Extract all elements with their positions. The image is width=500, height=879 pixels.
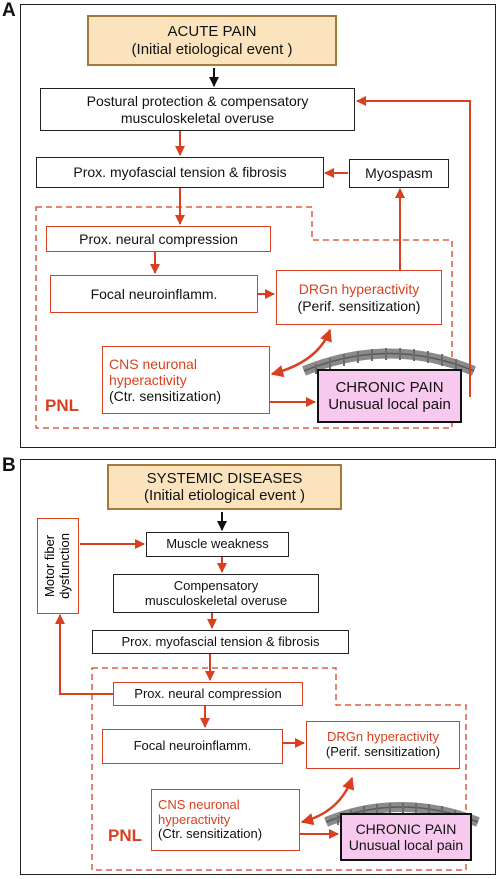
compensatory-line-1: Compensatory bbox=[173, 577, 259, 593]
chronic-pain-subtitle-b: Unusual local pain bbox=[348, 837, 464, 853]
focal-neuroinflamm-box: Focal neuroinflamm. bbox=[50, 275, 258, 313]
acute-pain-box: ACUTE PAIN (Initial etiological event ) bbox=[87, 15, 337, 66]
neural-compression-label: Prox. neural compression bbox=[79, 230, 238, 247]
motor-line-1: Motor fiber bbox=[42, 534, 58, 598]
arrow-cns-drgn-bidirectional-b bbox=[300, 776, 355, 826]
arrow-chronic-to-postural bbox=[356, 96, 471, 397]
myospasm-box: Myospasm bbox=[349, 159, 449, 188]
compensatory-line-2: musculoskeletal overuse bbox=[144, 592, 288, 608]
systemic-title: SYSTEMIC DISEASES bbox=[146, 469, 303, 487]
postural-line-2: musculoskeletal overuse bbox=[120, 109, 275, 126]
cns-line-3: (Ctr. sensitization) bbox=[109, 388, 222, 405]
muscle-weakness-box: Muscle weakness bbox=[146, 532, 289, 557]
systemic-subtitle: (Initial etiological event ) bbox=[144, 487, 305, 504]
cns-line-2: hyperactivity bbox=[109, 371, 187, 388]
prox-tension-box-b: Prox. myofascial tension & fibrosis bbox=[92, 630, 349, 654]
cns-line-3-b: (Ctr. sensitization) bbox=[158, 826, 263, 842]
neural-compression-box-b: Prox. neural compression bbox=[113, 682, 303, 706]
focal-neuroinflamm-label-b: Focal neuroinflamm. bbox=[133, 738, 252, 754]
arrow-cns-drgn-bidirectional bbox=[270, 328, 332, 378]
muscle-weakness-label: Muscle weakness bbox=[166, 536, 269, 552]
systemic-diseases-box: SYSTEMIC DISEASES (Initial etiological e… bbox=[107, 464, 342, 510]
chronic-pain-subtitle: Unusual local pain bbox=[328, 396, 451, 413]
acute-pain-title: ACUTE PAIN bbox=[167, 23, 257, 41]
cns-hyperactivity-box-b: CNS neuronal hyperactivity (Ctr. sensiti… bbox=[151, 789, 300, 851]
drgn-subtitle: (Perif. sensitization) bbox=[297, 297, 421, 314]
arrow-compression-to-motor bbox=[55, 614, 113, 695]
cns-line-1: CNS neuronal bbox=[109, 355, 197, 372]
drgn-hyperactivity-box: DRGn hyperactivity (Perif. sensitization… bbox=[276, 270, 442, 325]
chronic-pain-title-b: CHRONIC PAIN bbox=[355, 820, 457, 837]
chronic-pain-title: CHRONIC PAIN bbox=[335, 378, 444, 396]
chronic-pain-box-b: CHRONIC PAIN Unusual local pain bbox=[340, 813, 472, 861]
drgn-subtitle-b: (Perif. sensitization) bbox=[325, 744, 441, 759]
drgn-title: DRGn hyperactivity bbox=[298, 281, 420, 298]
pnl-region-b bbox=[91, 667, 467, 871]
prox-tension-label-b: Prox. myofascial tension & fibrosis bbox=[121, 633, 320, 649]
cns-line-2-b: hyperactivity bbox=[158, 811, 231, 827]
motor-line-2: dysfunction bbox=[57, 533, 73, 599]
pnl-label-a: PNL bbox=[45, 396, 79, 415]
prox-tension-label: Prox. myofascial tension & fibrosis bbox=[73, 164, 287, 181]
panel-b-label: B bbox=[2, 455, 16, 476]
panel-a-label: A bbox=[2, 0, 16, 21]
focal-neuroinflamm-box-b: Focal neuroinflamm. bbox=[102, 729, 283, 764]
drgn-hyperactivity-box-b: DRGn hyperactivity (Perif. sensitization… bbox=[306, 721, 460, 769]
prox-tension-box: Prox. myofascial tension & fibrosis bbox=[36, 157, 324, 188]
postural-line-1: Postural protection & compensatory bbox=[86, 93, 309, 110]
drgn-title-b: DRGn hyperactivity bbox=[327, 729, 439, 745]
pnl-region-a bbox=[35, 206, 453, 429]
compensatory-box: Compensatory musculoskeletal overuse bbox=[113, 574, 319, 613]
acute-pain-subtitle: (Initial etiological event ) bbox=[131, 40, 293, 58]
myospasm-label: Myospasm bbox=[365, 165, 433, 182]
focal-neuroinflamm-label: Focal neuroinflamm. bbox=[90, 285, 218, 302]
cns-hyperactivity-box: CNS neuronal hyperactivity (Ctr. sensiti… bbox=[102, 346, 270, 414]
chronic-pain-box: CHRONIC PAIN Unusual local pain bbox=[317, 369, 462, 423]
pnl-label-b: PNL bbox=[108, 826, 142, 845]
postural-protection-box: Postural protection & compensatory muscu… bbox=[40, 88, 355, 131]
neural-compression-box: Prox. neural compression bbox=[46, 226, 271, 252]
cns-line-1-b: CNS neuronal bbox=[158, 796, 240, 812]
neural-compression-label-b: Prox. neural compression bbox=[134, 685, 282, 701]
